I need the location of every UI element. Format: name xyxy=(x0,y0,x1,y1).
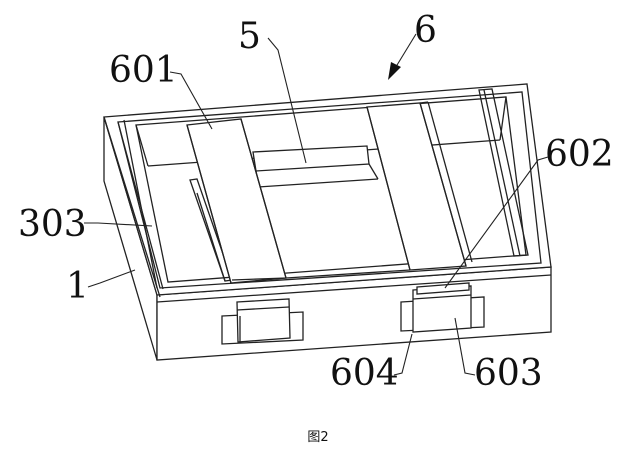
latch-left xyxy=(221,298,304,345)
reference-labels: 6 5 601 602 303 1 604 603 xyxy=(18,10,614,394)
label-303: 303 xyxy=(18,204,87,245)
label-601: 601 xyxy=(109,50,178,91)
right-wall-post xyxy=(478,88,529,257)
label-604: 604 xyxy=(330,353,399,394)
label-1: 1 xyxy=(66,266,89,307)
latch-right xyxy=(400,282,485,333)
label-6: 6 xyxy=(414,10,437,51)
arrow-6 xyxy=(388,62,401,80)
leader-lines xyxy=(84,33,549,376)
plate-right xyxy=(366,101,473,271)
label-5: 5 xyxy=(238,16,261,57)
rail-5 xyxy=(252,145,379,188)
label-603: 603 xyxy=(474,353,543,394)
figure-caption: 图2 xyxy=(307,430,328,445)
label-602: 602 xyxy=(545,134,614,175)
latch-602 xyxy=(416,282,470,295)
